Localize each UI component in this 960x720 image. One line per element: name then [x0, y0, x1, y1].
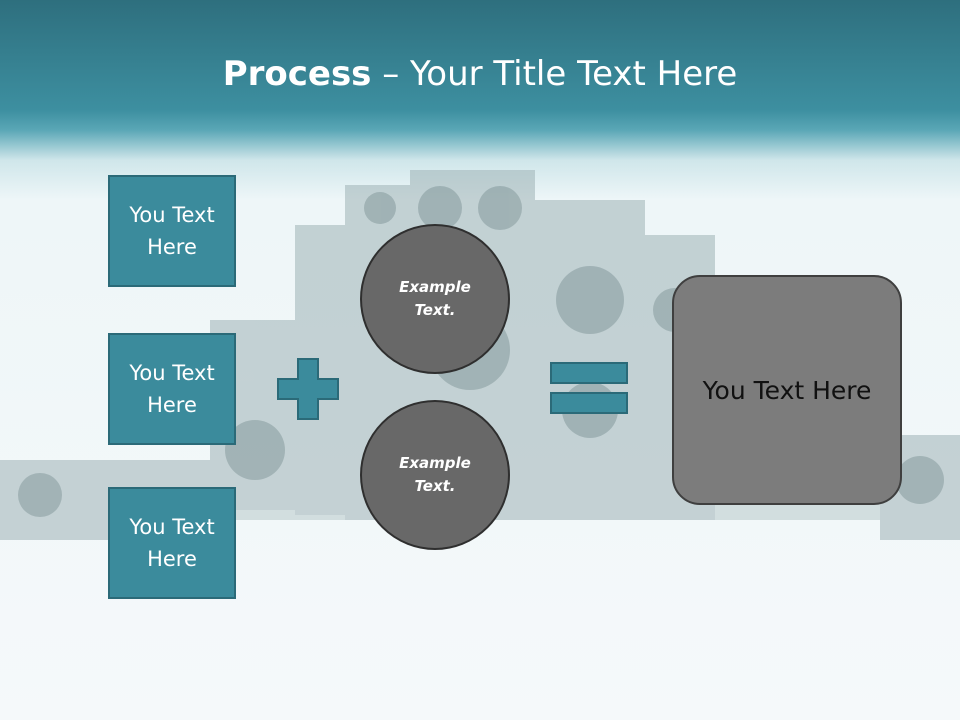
example-circle-2-label: Example Text.	[399, 454, 471, 495]
example-circle-1[interactable]: Example Text.	[360, 224, 510, 374]
example-circle-1-label: Example Text.	[399, 278, 471, 319]
page-title: Process – Your Title Text Here	[0, 52, 960, 96]
equals-icon	[550, 362, 628, 414]
title-bold-part: Process	[222, 54, 372, 94]
result-box[interactable]: You Text Here	[672, 275, 902, 505]
title-rest-part: – Your Title Text Here	[371, 54, 738, 94]
text-box-3[interactable]: You Text Here	[108, 487, 236, 599]
text-box-2[interactable]: You Text Here	[108, 333, 236, 445]
text-box-1[interactable]: You Text Here	[108, 175, 236, 287]
plus-icon	[277, 358, 339, 420]
example-circle-2[interactable]: Example Text.	[360, 400, 510, 550]
